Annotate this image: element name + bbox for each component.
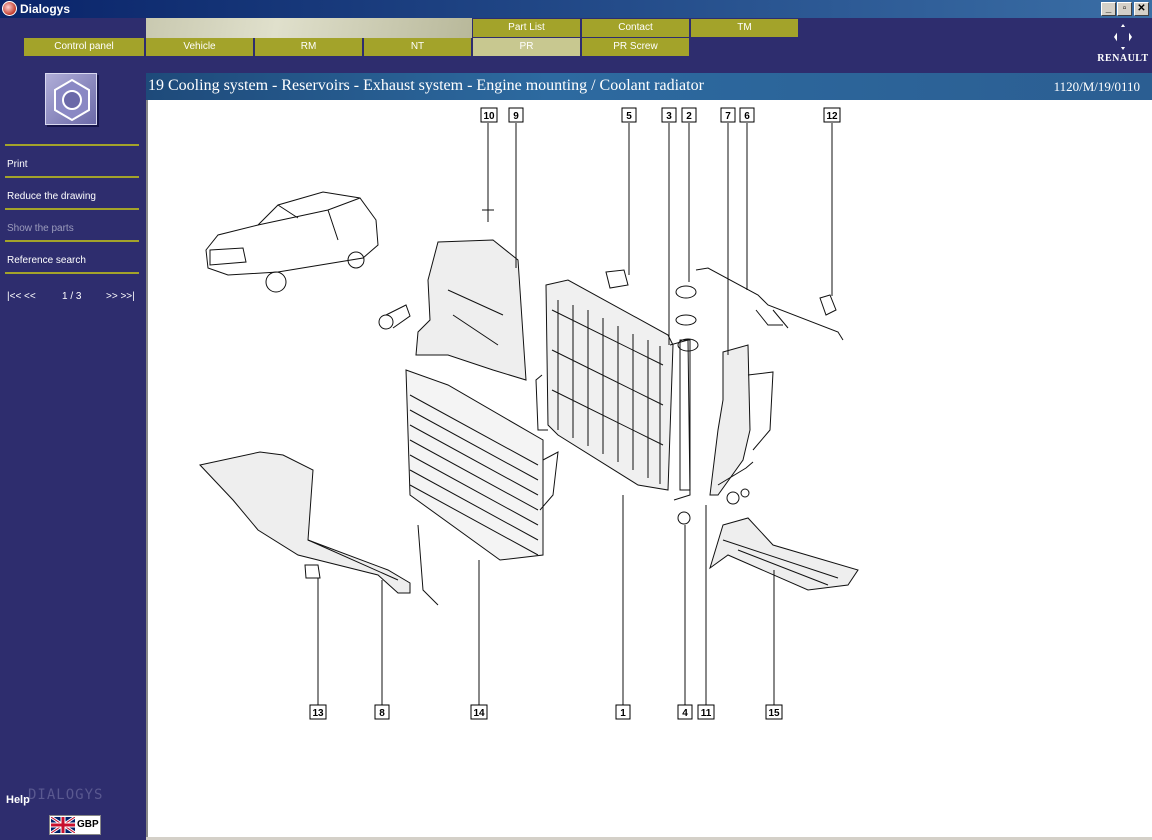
- renault-diamond-icon: [1114, 24, 1132, 50]
- wire-harness: [695, 267, 844, 341]
- tab-pr[interactable]: PR: [473, 38, 581, 56]
- bottom-edge: [146, 837, 1152, 840]
- sidebar: Print Reduce the drawing Show the parts …: [0, 73, 146, 840]
- callout-label[interactable]: 14: [470, 704, 488, 720]
- callouts-top: 10 9 5 3 2 7 6 12: [480, 107, 841, 123]
- restore-button[interactable]: ▫: [1117, 2, 1132, 16]
- pager-next-last[interactable]: >> >>|: [106, 291, 135, 302]
- svg-text:6: 6: [744, 111, 750, 122]
- tab-nt[interactable]: NT: [364, 38, 472, 56]
- app-icon: [2, 1, 17, 16]
- sidebar-divider: [5, 176, 139, 178]
- car-illustration: [205, 191, 379, 293]
- callout-label[interactable]: 15: [765, 704, 783, 720]
- callout-label[interactable]: 1: [615, 704, 631, 720]
- tab-part-list[interactable]: Part List: [473, 19, 581, 37]
- callout-label[interactable]: 7: [720, 107, 736, 123]
- dialogys-watermark: DIALOGYS: [28, 787, 104, 803]
- sidebar-divider: [5, 144, 139, 146]
- window-title: Dialogys: [20, 2, 71, 16]
- callout-label[interactable]: 11: [697, 704, 715, 720]
- svg-text:14: 14: [473, 708, 485, 719]
- callout-label[interactable]: 2: [681, 107, 697, 123]
- callout-label[interactable]: 13: [309, 704, 327, 720]
- sidebar-divider: [5, 272, 139, 274]
- tab-tm[interactable]: TM: [691, 19, 799, 37]
- callout-label[interactable]: 12: [823, 107, 841, 123]
- upper-deflector: [378, 208, 527, 381]
- exploded-parts-drawing[interactable]: 10 9 5 3 2 7 6 12 13 8 14 1 4 11 15: [146, 100, 1152, 837]
- tab-contact[interactable]: Contact: [582, 19, 690, 37]
- page-reference: 1120/M/19/0110: [1053, 79, 1140, 94]
- pager-first-prev[interactable]: |<< <<: [7, 291, 36, 302]
- svg-text:3: 3: [666, 111, 672, 122]
- callout-label[interactable]: 4: [677, 704, 693, 720]
- lower-deflector: [199, 451, 439, 606]
- callout-leader-lines: [317, 123, 833, 705]
- language-code: GBP: [77, 819, 99, 830]
- drawing-canvas: 10 9 5 3 2 7 6 12 13 8 14 1 4 11 15: [199, 107, 859, 720]
- svg-text:4: 4: [682, 708, 688, 719]
- side-air-guide: [709, 344, 774, 505]
- renault-logo: RENAULT: [1097, 24, 1149, 72]
- svg-text:9: 9: [513, 111, 519, 122]
- svg-text:7: 7: [725, 111, 731, 122]
- header-decoration: [146, 18, 472, 38]
- tab-vehicle[interactable]: Vehicle: [146, 38, 254, 56]
- brand-name: RENAULT: [1097, 53, 1149, 64]
- callout-label[interactable]: 3: [661, 107, 677, 123]
- callouts-bottom: 13 8 14 1 4 11 15: [309, 704, 783, 720]
- svg-text:1: 1: [620, 708, 626, 719]
- callout-label[interactable]: 9: [508, 107, 524, 123]
- bottom-air-scoop: [709, 517, 859, 591]
- callout-label[interactable]: 5: [621, 107, 637, 123]
- svg-text:10: 10: [483, 111, 495, 122]
- show-parts-link[interactable]: Show the parts: [7, 223, 74, 234]
- svg-text:2: 2: [686, 111, 692, 122]
- language-selector[interactable]: GBP: [49, 815, 101, 835]
- uk-flag-icon: [51, 817, 75, 833]
- sidebar-divider: [5, 240, 139, 242]
- svg-text:8: 8: [379, 708, 385, 719]
- svg-text:13: 13: [312, 708, 324, 719]
- window-title-bar: Dialogys _ ▫ ✕: [0, 0, 1152, 18]
- page-title: 19 Cooling system - Reservoirs - Exhaust…: [148, 77, 704, 94]
- help-link[interactable]: Help: [6, 794, 30, 806]
- svg-text:12: 12: [826, 111, 838, 122]
- condenser: [405, 369, 559, 561]
- svg-text:11: 11: [701, 708, 712, 719]
- svg-text:15: 15: [768, 708, 780, 719]
- svg-text:5: 5: [626, 111, 632, 122]
- sidebar-divider: [5, 208, 139, 210]
- page-title-bar: 19 Cooling system - Reservoirs - Exhaust…: [146, 73, 1152, 100]
- tab-rm[interactable]: RM: [255, 38, 363, 56]
- callout-label[interactable]: 6: [739, 107, 755, 123]
- print-link[interactable]: Print: [7, 159, 28, 170]
- callout-label[interactable]: 10: [480, 107, 498, 123]
- close-button[interactable]: ✕: [1134, 2, 1149, 16]
- callout-label[interactable]: 8: [374, 704, 390, 720]
- tab-control-panel[interactable]: Control panel: [24, 38, 145, 56]
- reduce-drawing-link[interactable]: Reduce the drawing: [7, 191, 96, 202]
- radiator: [535, 269, 699, 525]
- hex-nut-icon[interactable]: [45, 73, 97, 125]
- minimize-button[interactable]: _: [1101, 2, 1116, 16]
- pager-position: 1 / 3: [62, 291, 82, 302]
- tab-pr-screw[interactable]: PR Screw: [582, 38, 690, 56]
- header: Part List Contact TM Control panel Vehic…: [0, 18, 1152, 73]
- reference-search-link[interactable]: Reference search: [7, 255, 86, 266]
